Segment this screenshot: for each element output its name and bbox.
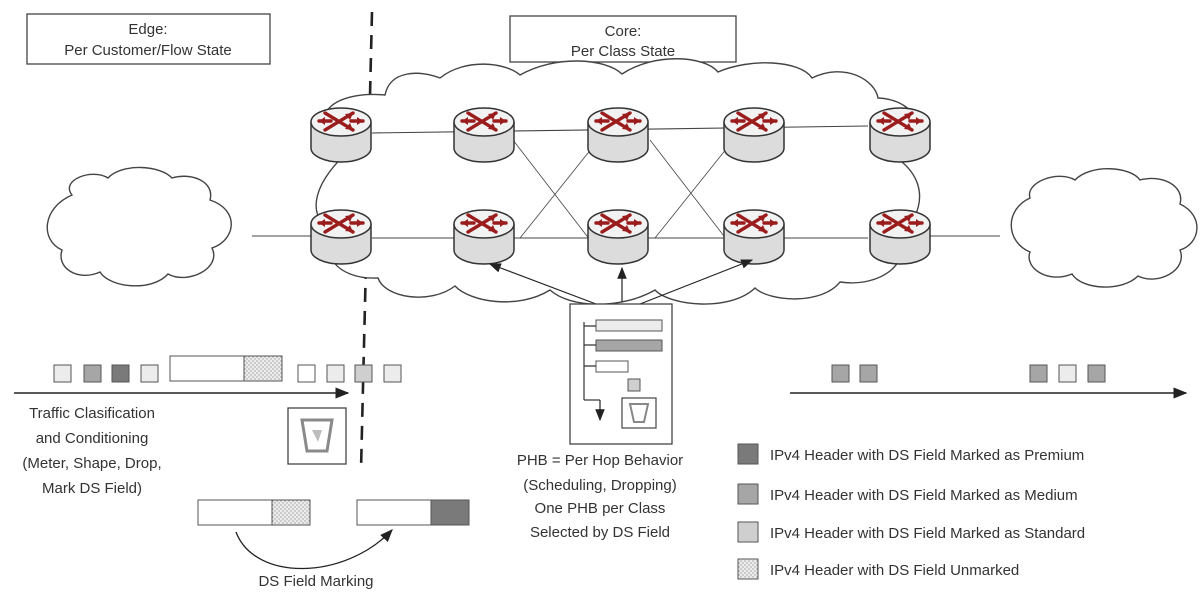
legend-item-medium: IPv4 Header with DS Field Marked as Medi… [737,483,1078,505]
router-icon [586,208,650,266]
edge-label-line1: Edge: [128,21,167,38]
edge-core-boundary [359,11,374,471]
legend-label: IPv4 Header with DS Field Marked as Prem… [770,447,1084,464]
phb-label: PHB = Per Hop Behavior (Scheduling, Drop… [517,452,683,541]
legend-label: IPv4 Header with DS Field Marked as Stan… [770,525,1085,542]
ds-field-marking: DS Field Marking [197,499,470,590]
router-icon [586,106,650,164]
queue-scheduler-icon [569,303,673,445]
traffic-label-line: Mark DS Field) [42,480,142,497]
router-icon [722,106,786,164]
traffic-label-line: (Meter, Shape, Drop, [22,455,161,472]
left-customer-cloud-icon [46,166,232,287]
edge-label-line2: Per Customer/Flow State [64,42,232,59]
router-icon [452,106,516,164]
phb-label-line: Selected by DS Field [530,524,670,541]
outgoing-packet-stream [790,364,1188,399]
meter-bucket-icon [287,407,347,465]
legend: IPv4 Header with DS Field Marked as Prem… [737,443,1085,580]
incoming-packet-stream [14,355,402,399]
legend-item-premium: IPv4 Header with DS Field Marked as Prem… [737,443,1084,465]
traffic-label-line: Traffic Clasification [29,405,155,422]
router-icon [309,208,373,266]
legend-label: IPv4 Header with DS Field Unmarked [770,562,1019,579]
phb-arrows [488,259,754,305]
core-network-cloud-icon [315,58,921,305]
ds-field-marking-label: DS Field Marking [258,573,373,590]
traffic-classification-label: Traffic Clasification and Conditioning (… [22,405,161,497]
core-label-line2: Per Class State [571,43,675,60]
phb-label-line: (Scheduling, Dropping) [523,477,676,494]
phb-label-line: One PHB per Class [535,500,666,517]
router-icon [452,208,516,266]
legend-item-standard: IPv4 Header with DS Field Marked as Stan… [737,521,1085,543]
traffic-label-line: and Conditioning [36,430,149,447]
legend-label: IPv4 Header with DS Field Marked as Medi… [770,487,1078,504]
core-label-box: Core: Per Class State [509,15,737,63]
router-icon [309,106,373,164]
router-icon [868,208,932,266]
legend-item-unmarked: IPv4 Header with DS Field Unmarked [737,558,1019,580]
right-customer-cloud-icon [1010,168,1198,288]
router-icon [722,208,786,266]
phb-label-line: PHB = Per Hop Behavior [517,452,683,469]
edge-label-box: Edge: Per Customer/Flow State [26,13,271,65]
core-label-line1: Core: [605,23,642,40]
router-icon [868,106,932,164]
